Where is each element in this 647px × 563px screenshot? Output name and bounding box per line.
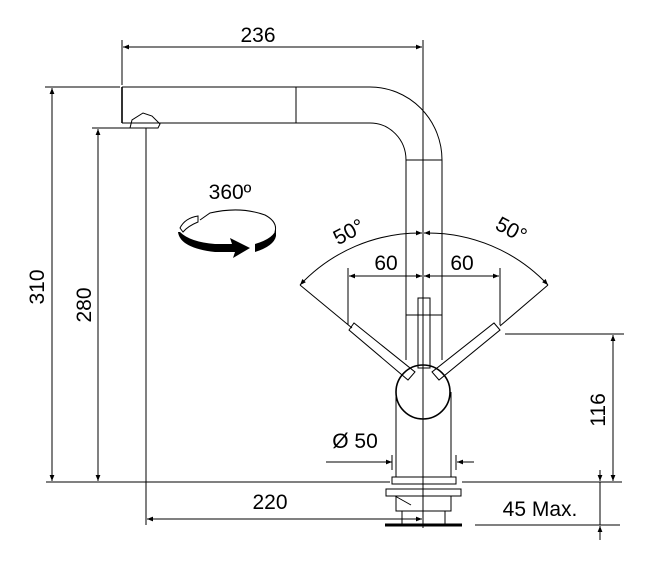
dim-diameter-label: Ø 50 [332, 430, 378, 453]
dim-total-height: 310 [26, 86, 120, 481]
dim-116-label: 116 [587, 393, 610, 426]
rotation-indicator: 360º [178, 181, 276, 258]
offset-left-label: 60 [374, 252, 397, 275]
angle-right-label: 50° [492, 213, 531, 248]
lever-left [348, 322, 416, 381]
dim-45-label: 45 Max. [503, 498, 578, 521]
rotation-arrow-icon [178, 209, 276, 258]
dim-310-label: 310 [26, 269, 49, 304]
dim-base-diameter: Ø 50 [326, 430, 474, 470]
dim-236-label: 236 [240, 24, 275, 47]
dim-reach-from-axis: 220 [145, 128, 422, 525]
dim-spout-reach: 236 [121, 24, 422, 85]
rotation-label: 360º [209, 181, 252, 204]
lever-center [417, 297, 431, 369]
faucet-outline [121, 86, 501, 527]
dim-lever-offsets: 60 60 [347, 252, 501, 325]
angle-left-label: 50° [330, 215, 369, 250]
dim-220-label: 220 [252, 491, 287, 514]
dim-deck-thickness: 45 Max. [475, 470, 620, 540]
dim-lever-height: 116 [505, 333, 624, 481]
dim-280-label: 280 [73, 287, 96, 322]
offset-right-label: 60 [450, 252, 473, 275]
dim-spout-height: 280 [73, 127, 130, 481]
nozzle [129, 112, 161, 129]
lever-right [431, 322, 501, 381]
dim-lever-angles: 50° 50° [299, 213, 549, 329]
